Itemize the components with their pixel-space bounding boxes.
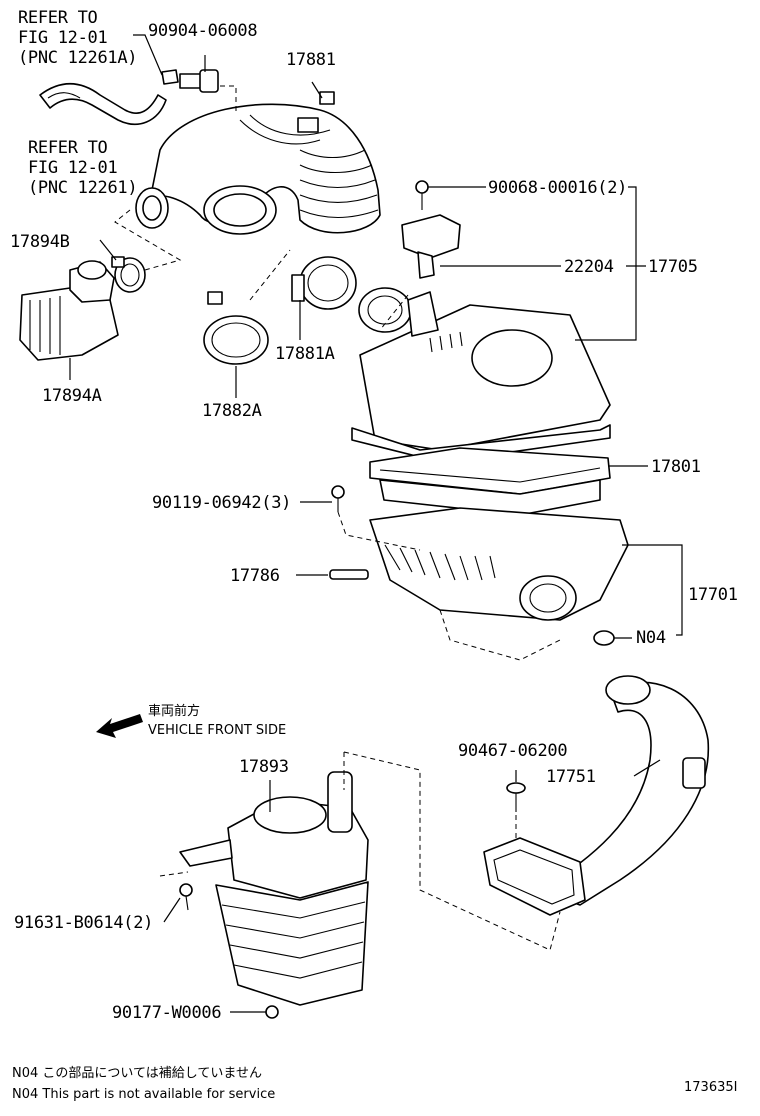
air-flow-meter (401, 214, 461, 279)
callout-90177-w0006: 90177-W0006 (112, 1003, 222, 1023)
air-filter-element (369, 447, 611, 516)
callout-17894b: 17894B (10, 232, 70, 252)
callout-17705: 17705 (648, 257, 698, 277)
callout-refer-12261a: REFER TO FIG 12-01 (PNC 12261A) (18, 8, 138, 68)
assembly-lines (114, 85, 561, 951)
callout-90904-06008: 90904-06008 (148, 21, 258, 41)
refer-hose (39, 83, 167, 125)
clamp-17894b (111, 256, 146, 293)
callout-line: FIG 12-01 (18, 28, 108, 48)
callout-refer-12261: REFER TO FIG 12-01 (PNC 12261) (28, 138, 138, 198)
callout-17801: 17801 (651, 457, 701, 477)
callout-17701: 17701 (688, 585, 738, 605)
callout-17894a: 17894A (42, 386, 102, 406)
callout-17881: 17881 (286, 50, 336, 70)
callout-17786: 17786 (230, 566, 280, 586)
callout-90068-00016: 90068-00016(2) (488, 178, 628, 198)
callout-91631-b0614: 91631-B0614(2) (14, 913, 154, 933)
hose-clip-part (161, 69, 219, 93)
air-cleaner-hose (135, 91, 381, 235)
screw-90068 (415, 180, 429, 210)
air-inlet-17751 (483, 675, 710, 916)
resonator-17894a (19, 260, 119, 361)
note-n04-jp: N04 この部品については補給していません (12, 1066, 262, 1081)
callout-line: REFER TO (28, 138, 108, 158)
callout-17882a: 17882A (202, 401, 262, 421)
callout-line: REFER TO (18, 8, 98, 28)
cleaner-case (369, 507, 629, 661)
callout-17751: 17751 (546, 767, 596, 787)
note-n04-en: N04 This part is not available for servi… (12, 1087, 276, 1102)
callout-90467-06200: 90467-06200 (458, 741, 568, 761)
callout-17881a: 17881A (275, 344, 335, 364)
callout-line: (PNC 12261) (28, 178, 138, 198)
screw-90467 (506, 782, 526, 812)
clamp-17882a (203, 291, 269, 365)
arrow-left-icon (96, 714, 143, 738)
callout-line: FIG 12-01 (28, 158, 118, 178)
callout-17893: 17893 (239, 757, 289, 777)
callout-22204: 22204 (564, 257, 614, 277)
callout-90119-06942: 90119-06942(3) (152, 493, 292, 513)
clamp-17881a (291, 256, 357, 310)
pin-17786 (329, 569, 369, 580)
vehicle-front-label-jp: 車両前方 (148, 704, 201, 719)
figure-id: 173635I (684, 1080, 738, 1095)
callout-n04: N04 (636, 628, 666, 648)
vehicle-front-label-en: VEHICLE FRONT SIDE (148, 723, 287, 738)
leader-lines (69, 34, 683, 1013)
callout-line: (PNC 12261A) (18, 48, 138, 68)
screw-91631 (179, 883, 193, 911)
screw-90119 (331, 485, 345, 512)
cleaner-cap (351, 287, 611, 463)
grommet-n04 (593, 630, 615, 646)
resonator-17893 (179, 771, 369, 1019)
